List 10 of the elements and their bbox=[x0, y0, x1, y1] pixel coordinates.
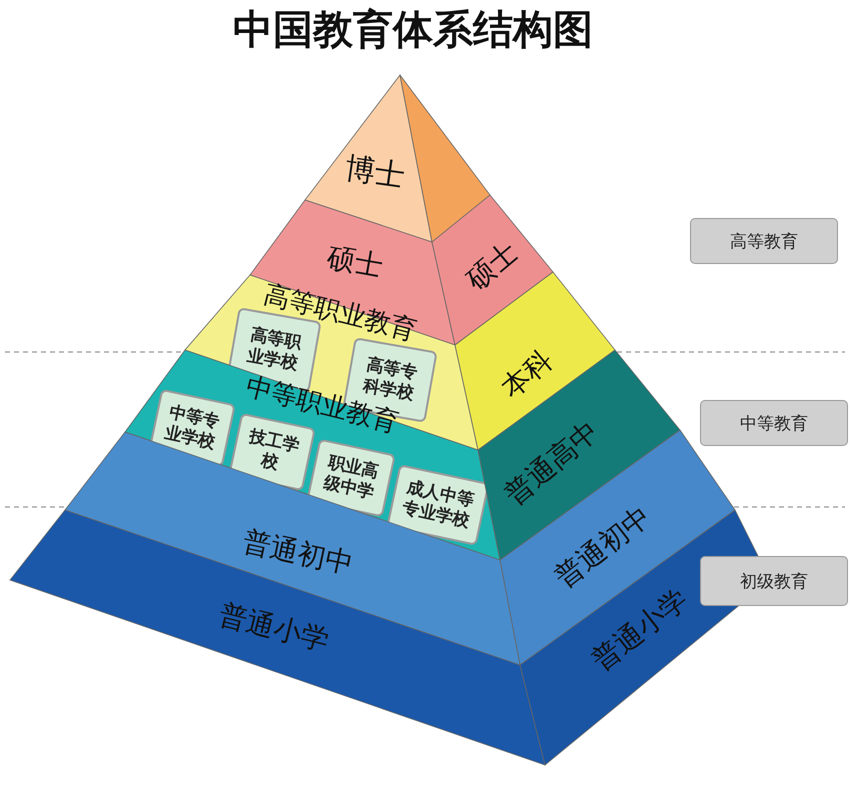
layer-label: 硕士 bbox=[458, 234, 525, 298]
layer-label: 硕士 bbox=[324, 239, 386, 285]
category-box: 高等教育 bbox=[690, 218, 838, 264]
category-box: 初级教育 bbox=[700, 556, 848, 606]
layer-label: 普通小学 bbox=[215, 596, 333, 660]
layer-label: 本科 bbox=[494, 342, 560, 406]
title: 中国教育体系结构图 bbox=[232, 6, 594, 55]
category-box: 中等教育 bbox=[700, 400, 848, 446]
layer-label: 博士 bbox=[342, 150, 408, 196]
layer-label: 普通初中 bbox=[239, 524, 357, 582]
